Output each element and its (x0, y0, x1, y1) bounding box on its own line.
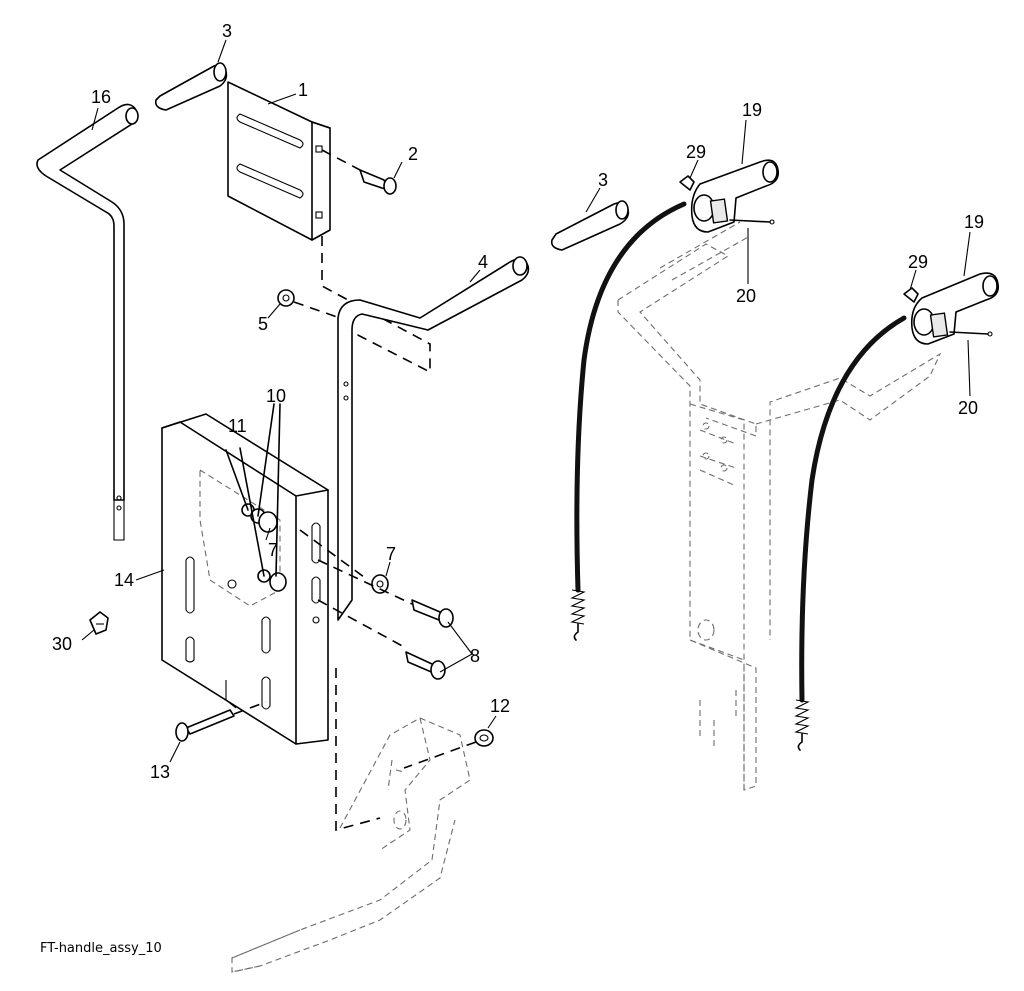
callout-2: 2 (408, 144, 418, 164)
callout-19-lower: 19 (964, 212, 984, 232)
callout-10: 10 (266, 386, 286, 406)
cable-lower (794, 315, 907, 751)
part-7-washer (299, 529, 389, 594)
part-20-pin-upper (729, 219, 775, 225)
callout-20-upper: 20 (736, 286, 756, 306)
callout-7-left: 7 (268, 540, 278, 560)
parts-10-11-fasteners (225, 403, 287, 592)
callout-1: 1 (298, 80, 308, 100)
part-8-bolts (317, 559, 454, 680)
callout-14: 14 (114, 570, 134, 590)
part-29-clip-lower (903, 287, 919, 303)
part-16-handle-bar (36, 103, 139, 541)
callout-19-upper: 19 (742, 100, 762, 120)
callout-13: 13 (150, 762, 170, 782)
part-5-nut (277, 289, 341, 319)
callout-5: 5 (258, 314, 268, 334)
part-13-bolt (175, 701, 267, 742)
callout-12: 12 (490, 696, 510, 716)
callout-29-lower: 29 (908, 252, 928, 272)
part-4-upper-handle (337, 256, 530, 621)
callout-11: 11 (228, 416, 247, 436)
part-20-pin-lower (949, 331, 993, 337)
part-14-mounting-plate (161, 413, 329, 745)
callout-30: 30 (52, 634, 72, 654)
part-29-clip-upper (679, 175, 695, 191)
callout-4: 4 (478, 252, 488, 272)
callout-29-upper: 29 (686, 142, 706, 162)
part-12-nut (403, 729, 494, 769)
leader-lines (81, 39, 971, 763)
part-3-grip-right (550, 200, 630, 251)
assembly-line-bracket (321, 236, 431, 374)
drawing-caption: FT-handle_assy_10 (40, 941, 162, 956)
ghost-handle-frame (617, 221, 942, 791)
callout-labels: 3 16 1 2 3 4 5 19 29 20 19 29 20 10 11 7… (52, 21, 984, 782)
part-1-bracket-plate (227, 81, 331, 241)
cable-upper (570, 201, 687, 641)
callout-16: 16 (91, 87, 111, 107)
assembly-line-base (335, 668, 381, 832)
callout-3: 3 (222, 21, 232, 41)
callout-20-lower: 20 (958, 398, 978, 418)
part-30-clip (89, 611, 109, 635)
callout-7-right: 7 (386, 544, 396, 564)
callout-8: 8 (470, 646, 480, 666)
part-3-grip-left (154, 62, 228, 111)
part-2-bolt (321, 149, 397, 195)
ghost-base-frame (231, 717, 471, 973)
callout-3-right: 3 (598, 170, 608, 190)
part-19-control-lever-lower (910, 272, 1000, 345)
part-19-control-lever-upper (690, 159, 780, 233)
